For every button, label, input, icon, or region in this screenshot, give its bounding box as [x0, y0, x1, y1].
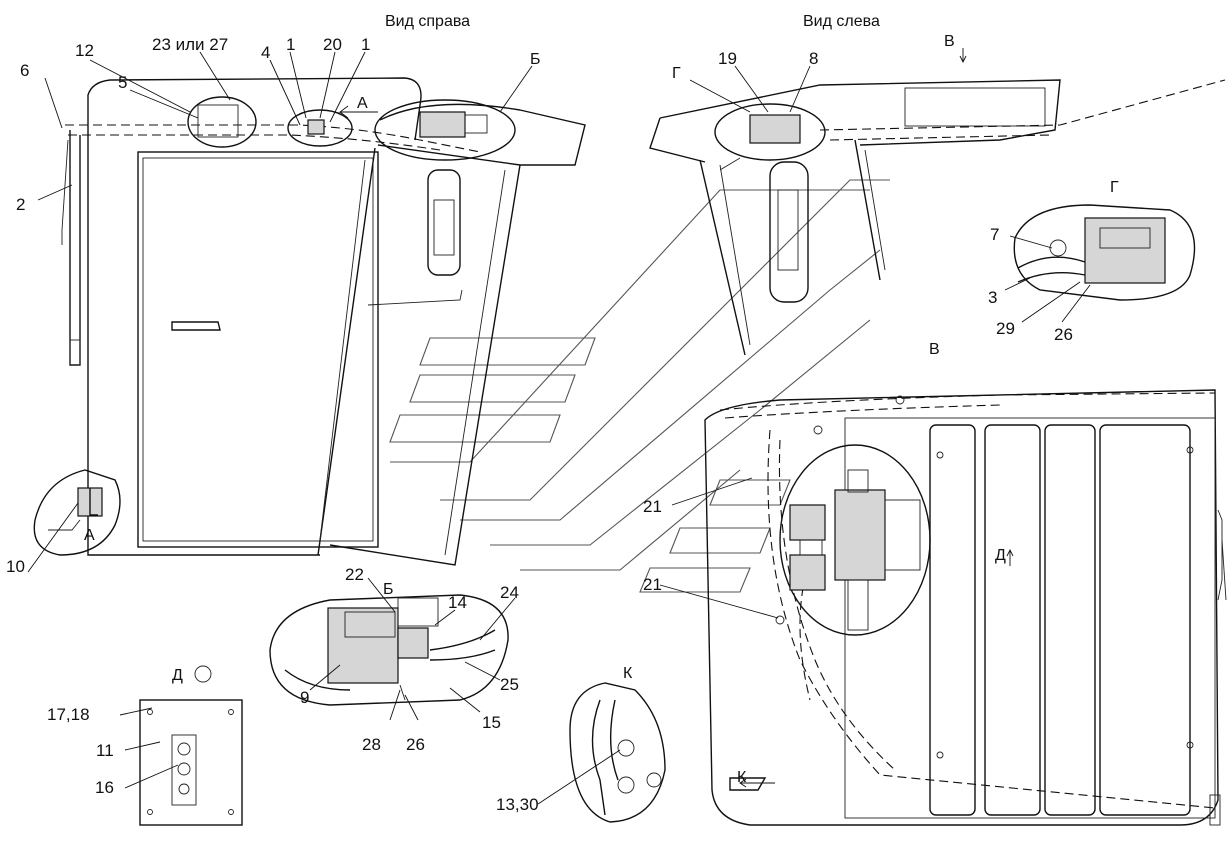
marker-a: А — [357, 95, 368, 112]
detail-d — [139, 665, 243, 826]
callout-9: 9 — [300, 688, 309, 707]
label-g-marker: Г — [672, 65, 681, 82]
detail-g — [1013, 204, 1196, 301]
callout-26-b: 26 — [406, 735, 425, 754]
callout-13-30: 13,30 — [496, 795, 539, 814]
callout-19: 19 — [718, 49, 737, 68]
view-titles: Вид справа Вид слева А Б В Г Д К — [84, 13, 1119, 684]
callout-1-first: 1 — [286, 35, 295, 54]
title-right-view: Вид справа — [385, 13, 470, 30]
watermark — [389, 179, 890, 593]
callout-7: 7 — [990, 225, 999, 244]
leader-lines — [27, 51, 1091, 805]
marker-b: Б — [530, 51, 541, 68]
view-arrows — [338, 48, 1014, 788]
callout-11: 11 — [96, 741, 114, 760]
detail-b — [269, 594, 509, 706]
callout-17-18: 17,18 — [47, 705, 90, 724]
callout-5: 5 — [118, 73, 127, 92]
title-view-a: А — [84, 527, 95, 544]
callout-4: 4 — [261, 43, 270, 62]
callout-1-second: 1 — [361, 35, 370, 54]
callout-10: 10 — [6, 557, 25, 576]
marker-v: В — [944, 33, 955, 50]
marker-d: Д — [995, 547, 1006, 564]
marker-k: К — [737, 769, 747, 786]
callout-8: 8 — [809, 49, 818, 68]
title-view-g: Г — [1110, 179, 1119, 196]
callout-25: 25 — [500, 675, 519, 694]
top-view-v — [704, 389, 1227, 826]
callout-labels: 12 5 23 или 27 4 1 20 1 6 2 19 8 Г 7 3 2… — [6, 35, 1073, 814]
callout-23-or-27: 23 или 27 — [152, 35, 228, 54]
callout-29: 29 — [996, 319, 1015, 338]
detail-k — [569, 682, 666, 823]
callout-21-upper: 21 — [643, 497, 662, 516]
callout-22: 22 — [345, 565, 364, 584]
callout-26-g: 26 — [1054, 325, 1073, 344]
callout-2: 2 — [16, 195, 25, 214]
title-left-view: Вид слева — [803, 13, 880, 30]
title-view-d: Д — [172, 667, 183, 684]
callout-3: 3 — [988, 288, 997, 307]
detail-a — [33, 469, 121, 556]
view-marker-letters: А Б В Д К — [357, 33, 1006, 786]
title-view-v: В — [929, 341, 940, 358]
title-view-b: Б — [383, 581, 394, 598]
callout-15: 15 — [482, 713, 501, 732]
callout-21-lower: 21 — [643, 575, 662, 594]
callout-20: 20 — [323, 35, 342, 54]
callout-16: 16 — [95, 778, 114, 797]
callout-6: 6 — [20, 61, 29, 80]
callout-28: 28 — [362, 735, 381, 754]
callout-14: 14 — [448, 593, 467, 612]
title-view-k: К — [623, 665, 633, 682]
callout-24: 24 — [500, 583, 519, 602]
callout-12: 12 — [75, 41, 94, 60]
cab-left-view — [649, 79, 1226, 356]
cab-right-view — [61, 77, 586, 566]
